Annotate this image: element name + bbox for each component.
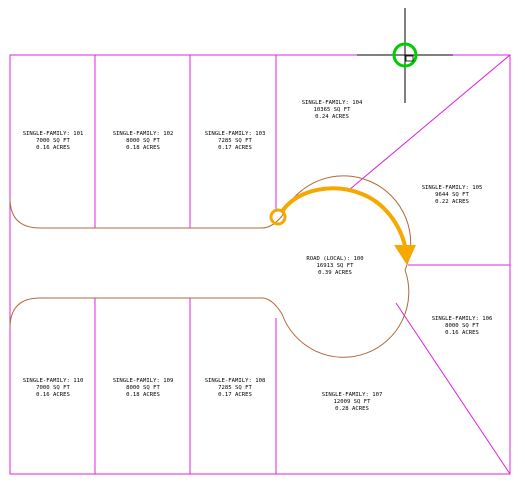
label-104: SINGLE-FAMILY: 104 10365 SQ FT 0.24 ACRE…	[302, 100, 363, 120]
label-103: SINGLE-FAMILY: 103 7285 SQ FT 0.17 ACRES	[205, 131, 266, 151]
parcel-106-name: SINGLE-FAMILY: 106	[432, 316, 493, 322]
parcel-108-area: 7285 SQ FT	[218, 385, 252, 391]
parcel-105-acres: 0.22 ACRES	[435, 199, 469, 205]
parcel-110-area: 7000 SQ FT	[36, 385, 70, 391]
parcel-110-acres: 0.16 ACRES	[36, 392, 70, 398]
label-101: SINGLE-FAMILY: 101 7000 SQ FT 0.16 ACRES	[23, 131, 84, 151]
lot-line-106-107	[395, 302, 511, 475]
label-109: SINGLE-FAMILY: 109 8000 SQ FT 0.18 ACRES	[113, 378, 174, 398]
parcel-106-acres: 0.16 ACRES	[445, 330, 479, 336]
crosshair-icon	[357, 8, 453, 103]
road-acres: 0.39 ACRES	[318, 270, 352, 276]
parcel-102-area: 8000 SQ FT	[126, 138, 160, 144]
parcel-104-area: 10365 SQ FT	[313, 107, 351, 113]
parcel-lines	[9, 54, 511, 475]
parcel-104-acres: 0.24 ACRES	[315, 114, 349, 120]
parcel-108-acres: 0.17 ACRES	[218, 392, 252, 398]
label-110: SINGLE-FAMILY: 110 7000 SQ FT 0.16 ACRES	[23, 378, 84, 398]
parcel-102-name: SINGLE-FAMILY: 102	[113, 131, 174, 137]
parcel-105-name: SINGLE-FAMILY: 105	[422, 185, 483, 191]
parcel-103-area: 7285 SQ FT	[218, 138, 252, 144]
parcel-101-name: SINGLE-FAMILY: 101	[23, 131, 84, 137]
road-name: ROAD (LOCAL): 100	[306, 256, 363, 262]
parcel-110-name: SINGLE-FAMILY: 110	[23, 378, 84, 384]
road-area: 16913 SQ FT	[316, 263, 354, 269]
parcel-109-name: SINGLE-FAMILY: 109	[113, 378, 174, 384]
arrow-start-ring	[269, 208, 287, 226]
road-edge-south	[9, 269, 410, 358]
parcel-105-area: 9644 SQ FT	[435, 192, 469, 198]
parcel-104-name: SINGLE-FAMILY: 104	[302, 100, 363, 106]
snap-marker	[405, 55, 414, 62]
label-road: ROAD (LOCAL): 100 16913 SQ FT 0.39 ACRES	[306, 256, 363, 276]
parcel-107-acres: 0.28 ACRES	[335, 406, 369, 412]
parcel-103-acres: 0.17 ACRES	[218, 145, 252, 151]
lot-line-104-105	[348, 54, 511, 191]
parcel-108-name: SINGLE-FAMILY: 108	[205, 378, 266, 384]
arrow-arc	[281, 186, 407, 248]
arrow-head	[394, 245, 416, 265]
label-102: SINGLE-FAMILY: 102 8000 SQ FT 0.18 ACRES	[113, 131, 174, 151]
label-108: SINGLE-FAMILY: 108 7285 SQ FT 0.17 ACRES	[205, 378, 266, 398]
label-107: SINGLE-FAMILY: 107 12009 SQ FT 0.28 ACRE…	[322, 392, 383, 412]
parcel-109-area: 8000 SQ FT	[126, 385, 160, 391]
pickbox-circle-icon	[392, 42, 418, 68]
parcel-109-acres: 0.18 ACRES	[126, 392, 160, 398]
road-edges	[9, 175, 412, 358]
parcel-101-acres: 0.16 ACRES	[36, 145, 70, 151]
label-106: SINGLE-FAMILY: 106 8000 SQ FT 0.16 ACRES	[432, 316, 493, 336]
parcel-106-area: 8000 SQ FT	[445, 323, 479, 329]
curved-arrow-icon	[269, 186, 416, 265]
parcel-101-area: 7000 SQ FT	[36, 138, 70, 144]
parcel-103-name: SINGLE-FAMILY: 103	[205, 131, 266, 137]
parcel-102-acres: 0.18 ACRES	[126, 145, 160, 151]
label-105: SINGLE-FAMILY: 105 9644 SQ FT 0.22 ACRES	[422, 185, 483, 205]
parcel-107-name: SINGLE-FAMILY: 107	[322, 392, 383, 398]
parcel-107-area: 12009 SQ FT	[333, 399, 371, 405]
road-edge-north	[9, 175, 412, 271]
